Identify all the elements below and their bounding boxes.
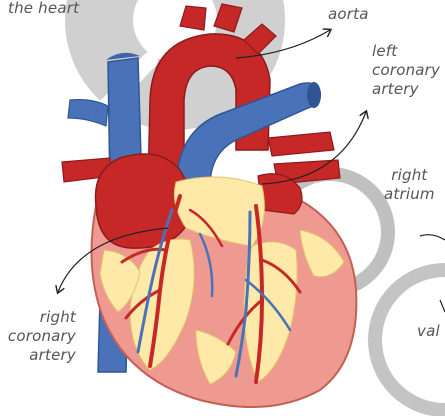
left-coronary-label-line1: left bbox=[372, 42, 440, 61]
right-atrium-arrow bbox=[420, 235, 445, 240]
right-atrium-label-line2: atrium bbox=[384, 185, 435, 204]
aorta-label: aorta bbox=[328, 5, 369, 24]
left-coronary-label-line2: coronary bbox=[372, 61, 440, 80]
left-coronary-label-line3: artery bbox=[372, 80, 440, 99]
right-atrium-label-line1: right bbox=[384, 166, 435, 185]
right-coronary-artery-label: right coronary artery bbox=[0, 308, 76, 365]
right-coronary-label-line1: right bbox=[0, 308, 76, 327]
valve-arrow bbox=[440, 300, 445, 312]
valve-fragment-label: val bbox=[417, 322, 440, 341]
right-atrium-label: right atrium bbox=[384, 166, 435, 204]
right-coronary-label-line3: artery bbox=[0, 346, 76, 365]
right-coronary-label-line2: coronary bbox=[0, 327, 76, 346]
left-coronary-artery-label: left coronary artery bbox=[372, 42, 440, 99]
title-fragment-label: the heart bbox=[8, 0, 79, 18]
